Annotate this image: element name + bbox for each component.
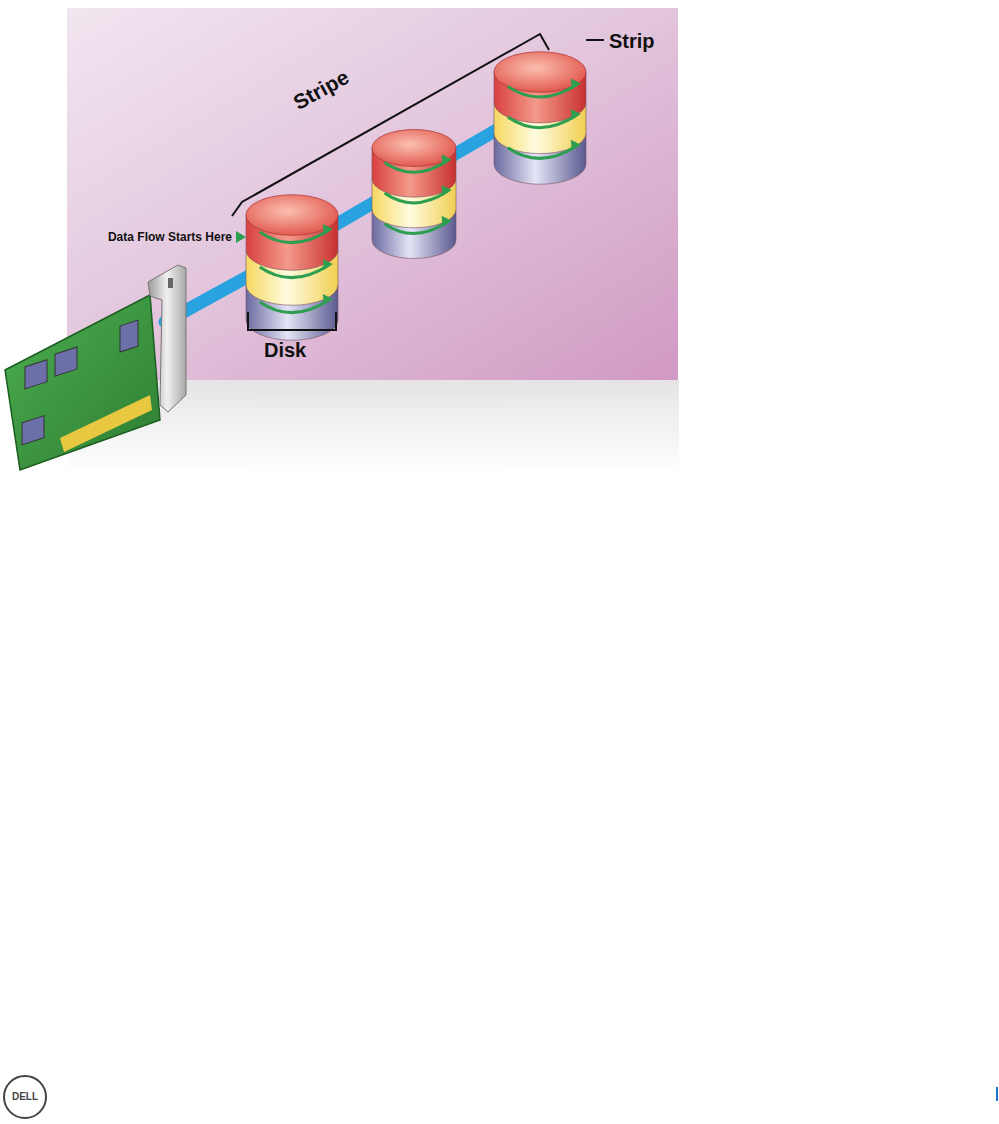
strip-arrow [508, 84, 577, 97]
strip-arrow [508, 146, 577, 159]
disk-drive [494, 52, 586, 184]
strip-label: Strip [609, 31, 655, 51]
strip-arrowhead [571, 109, 581, 120]
strip-arrow [385, 222, 448, 234]
disk-drive [372, 130, 456, 259]
strip-arrow [260, 300, 329, 313]
disk-label: Disk [264, 340, 306, 360]
disk-top [494, 52, 586, 92]
dell-logo-text: DELL [12, 1092, 38, 1102]
strip-arrowhead [442, 154, 452, 165]
strip-arrowhead [323, 294, 333, 305]
strip-arrow [385, 191, 448, 203]
strip-arrow [260, 230, 329, 243]
data-flow-label: Data Flow Starts Here [108, 231, 232, 243]
strip-arrow [385, 160, 448, 172]
disk-top [246, 195, 338, 235]
strip-arrowhead [571, 140, 581, 151]
strip-arrowhead [442, 185, 452, 196]
strip-arrowhead [442, 216, 452, 227]
disk-top [372, 130, 456, 167]
disk-drive [246, 195, 338, 340]
strip-arrowhead [323, 259, 333, 270]
strip-arrowhead [571, 78, 581, 89]
strip-arrow [260, 265, 329, 278]
strip-arrowhead [323, 224, 333, 235]
strip-arrow [508, 115, 577, 128]
